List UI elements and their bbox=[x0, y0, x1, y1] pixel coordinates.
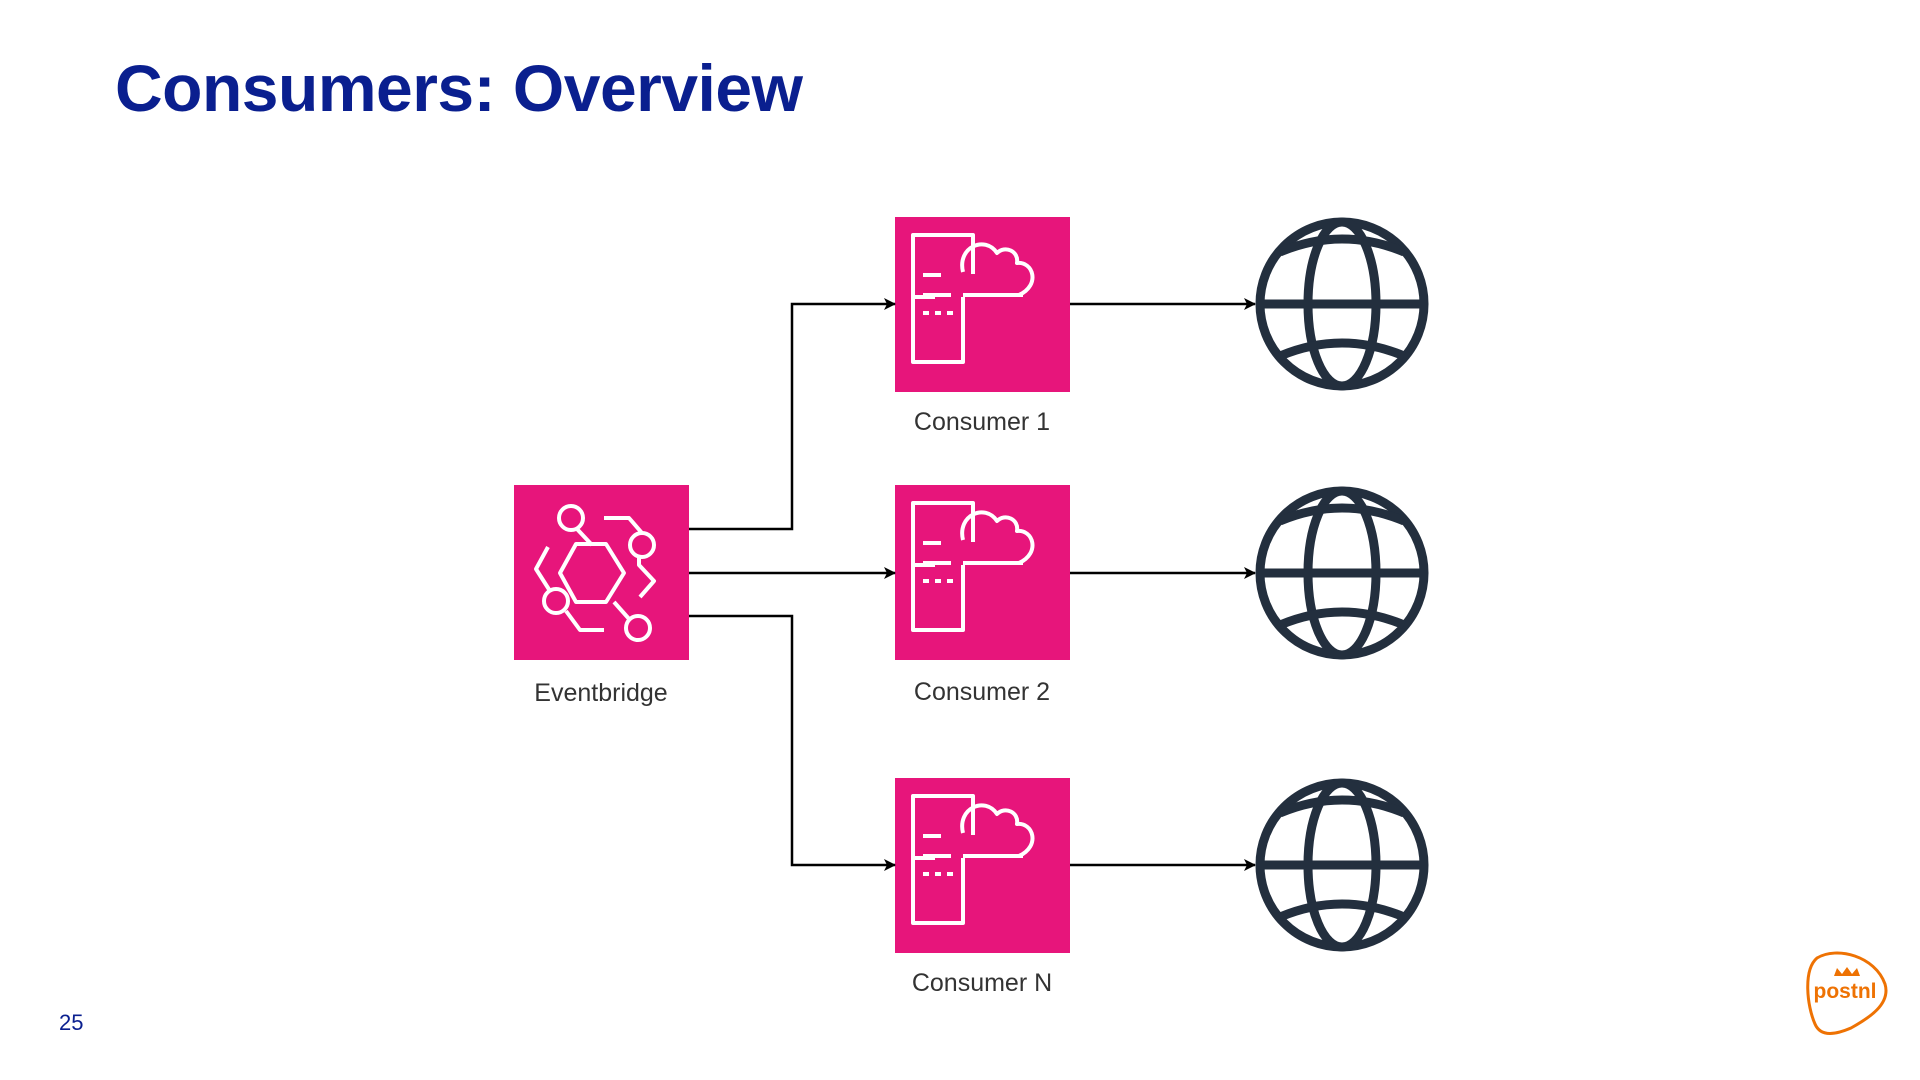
slide-title: Consumers: Overview bbox=[115, 51, 803, 125]
connector-eventbridge-consumer-n bbox=[689, 614, 896, 871]
eventbridge-icon bbox=[534, 504, 656, 642]
crown-icon bbox=[1834, 967, 1860, 976]
eventbridge-node: Eventbridge bbox=[514, 485, 689, 707]
globe-icon bbox=[1260, 491, 1424, 655]
consumer-label: Consumer 1 bbox=[914, 408, 1050, 436]
page-number: 25 bbox=[59, 1010, 84, 1035]
globe-icon bbox=[1260, 222, 1424, 386]
consumer-node-n: Consumer N bbox=[895, 778, 1070, 997]
eventbridge-label: Eventbridge bbox=[534, 679, 667, 707]
consumer-label: Consumer N bbox=[912, 969, 1052, 997]
consumer-node-2: Consumer 2 bbox=[895, 485, 1070, 706]
consumer-node-1: Consumer 1 bbox=[895, 217, 1070, 436]
postnl-logo: postnl bbox=[1806, 951, 1888, 1035]
globe-icon bbox=[1260, 783, 1424, 947]
consumer-label: Consumer 2 bbox=[914, 678, 1050, 706]
connector-eventbridge-consumer-1 bbox=[689, 298, 896, 531]
logo-text: postnl bbox=[1814, 980, 1877, 1003]
